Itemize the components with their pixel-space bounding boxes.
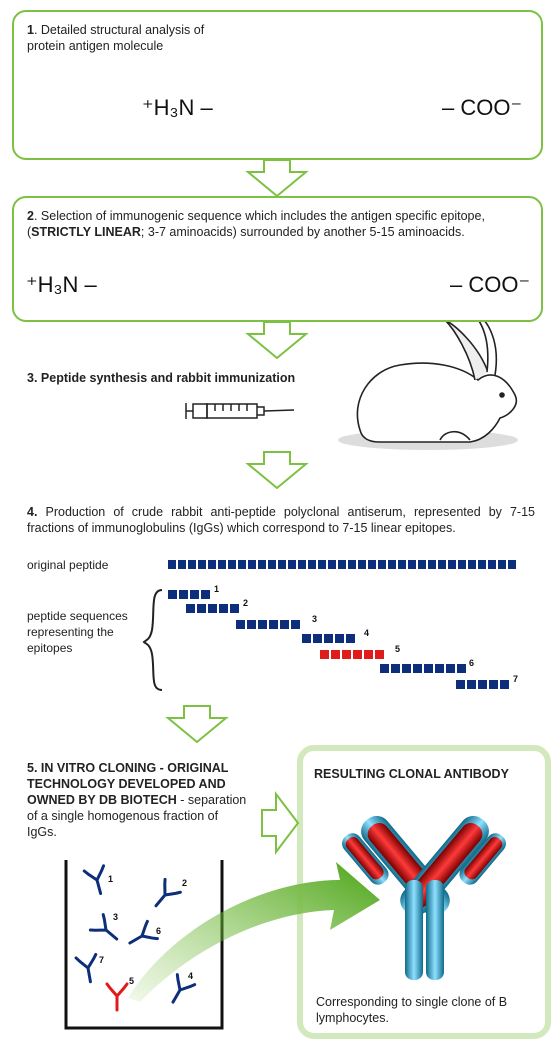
step-1-text: 1. Detailed structural analysis of prote…: [27, 23, 205, 53]
small-antibody-3: [88, 913, 119, 941]
small-antibody-4: [171, 973, 197, 1004]
small-antibodies: [74, 864, 197, 1004]
fragment-6: [380, 664, 466, 673]
down-arrow-4: [165, 705, 229, 744]
down-arrow-2: [245, 321, 309, 360]
beaker: [64, 860, 224, 1030]
original-peptide-label: original peptide: [27, 558, 109, 572]
epitope-fragments: [168, 590, 509, 689]
antibody-number-6: 6: [156, 926, 162, 936]
curly-brace: [142, 589, 163, 691]
fragment-1: [168, 590, 210, 599]
syringe-icon: [185, 403, 295, 419]
step-2-text: 2. Selection of immunogenic sequence whi…: [27, 209, 485, 239]
antibody-number-1: 1: [108, 874, 114, 884]
fragment-4: [302, 634, 355, 643]
small-antibody-2: [154, 877, 182, 908]
antibody-number-4: 4: [188, 971, 194, 981]
small-antibody-5: [105, 982, 129, 1012]
step-2-n-terminus: ⁺H₃N –: [26, 272, 97, 297]
step-5-text: 5. IN VITRO CLONING - ORIGINAL TECHNOLOG…: [27, 761, 247, 839]
step-1-c-terminus: – COO⁻: [442, 95, 523, 120]
antibody-number-5: 5: [129, 976, 135, 986]
step-4-text: 4. Production of crude rabbit anti-pepti…: [27, 505, 535, 535]
down-arrow-1: [245, 159, 309, 198]
antibody-number-2: 2: [182, 878, 188, 888]
result-title: RESULTING CLONAL ANTIBODY: [314, 767, 509, 781]
antibody-number-7: 7: [99, 955, 105, 965]
fragment-number-5: 5: [395, 644, 401, 654]
fragment-7: [456, 680, 509, 689]
fragment-5: [320, 650, 384, 659]
curved-transfer-arrow: [128, 862, 380, 1002]
right-arrow: [261, 791, 300, 855]
fragment-2: [186, 604, 239, 613]
antibody-number-3: 3: [113, 912, 119, 922]
down-arrow-3: [245, 451, 309, 490]
step-1-n-terminus: ⁺H₃N –: [142, 95, 213, 120]
step-2-c-terminus: – COO⁻: [450, 272, 531, 297]
fragment-number-6: 6: [469, 658, 475, 668]
rabbit-illustration: [338, 311, 518, 450]
result-caption: Corresponding to single clone of B lymph…: [316, 995, 508, 1025]
step-3-text: 3. Peptide synthesis and rabbit immuniza…: [27, 371, 296, 385]
small-antibody-6: [128, 919, 159, 945]
small-antibody-1: [82, 864, 106, 896]
fragment-number-3: 3: [312, 614, 318, 624]
clonal-antibody-illustration: [342, 815, 506, 980]
fragment-number-2: 2: [243, 598, 249, 608]
original-peptide: [168, 560, 516, 569]
fragment-number-4: 4: [364, 628, 370, 638]
fragment-number-1: 1: [214, 584, 220, 594]
epitopes-label: peptide sequences representing the epito…: [27, 609, 128, 655]
step-2-box: [12, 196, 543, 322]
small-antibody-7: [74, 952, 98, 984]
step-1-box: [12, 10, 543, 160]
fragment-number-7: 7: [513, 674, 519, 684]
fragment-3: [236, 620, 300, 629]
